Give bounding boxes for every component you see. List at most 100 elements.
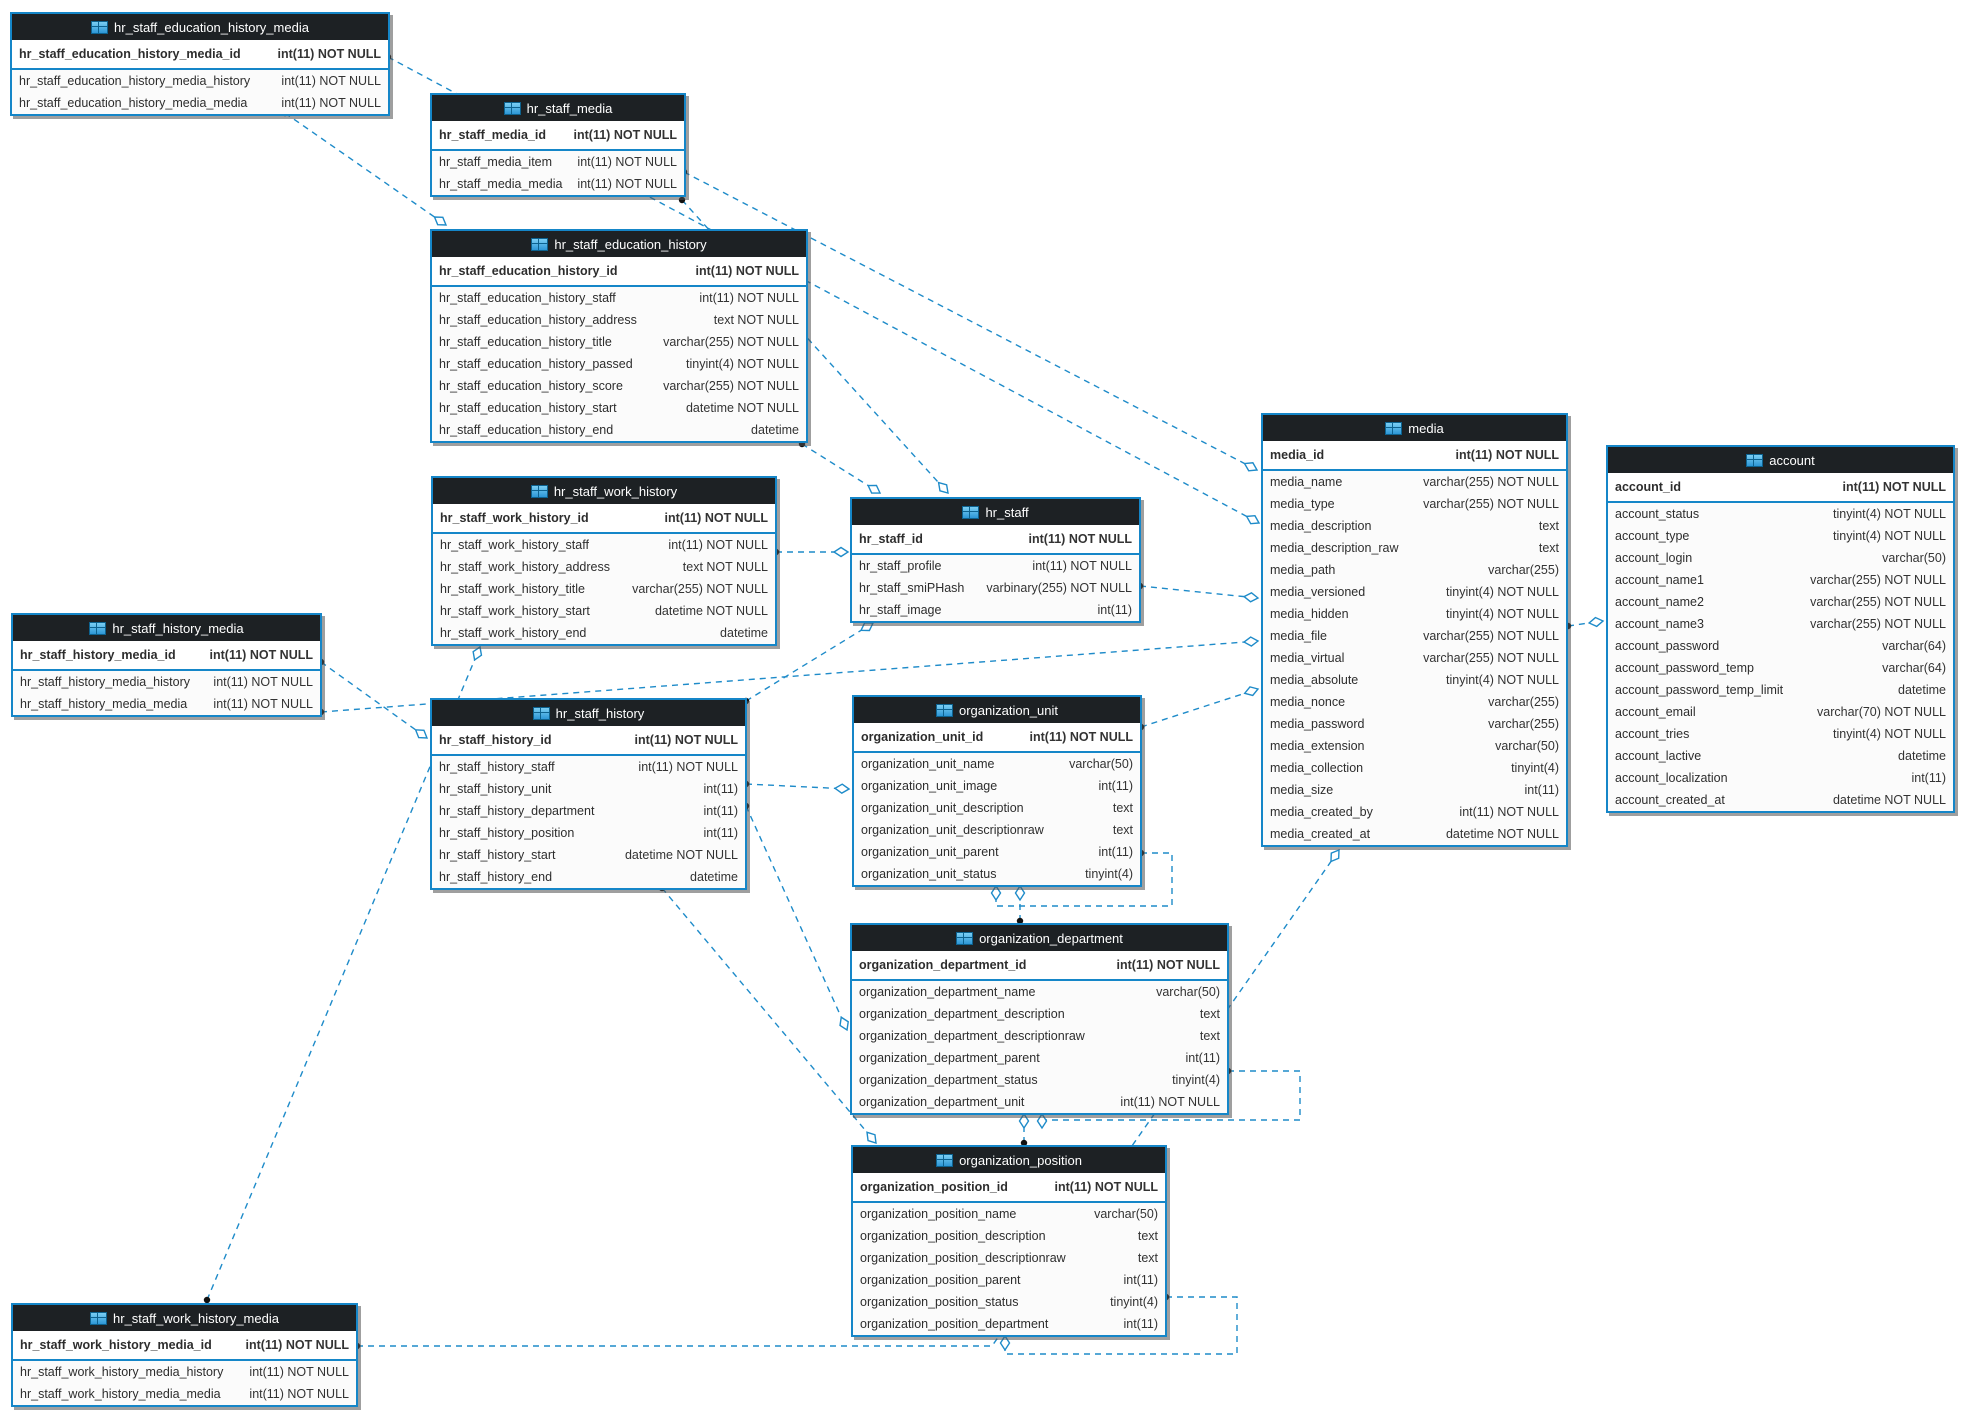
column-name: hr_staff_history_position <box>439 826 575 840</box>
column-name: account_status <box>1615 507 1700 521</box>
column-name: account_password_temp_limit <box>1615 683 1784 697</box>
relationship-staff_history_to_org_department[interactable] <box>742 802 851 1032</box>
column-name: hr_staff_education_history_media_media <box>19 96 248 110</box>
column-type: int(11) NOT NULL <box>281 74 381 88</box>
relationship-staff_media_to_hr_staff[interactable] <box>678 196 952 496</box>
column-name: media_created_at <box>1270 827 1371 841</box>
column-name: hr_staff_smiPHash <box>859 581 965 595</box>
table-header[interactable]: hr_staff_education_history <box>432 231 806 257</box>
column-type: varchar(255) NOT NULL <box>1810 617 1946 631</box>
table-header[interactable]: organization_position <box>853 1147 1165 1173</box>
relationship-media_to_account[interactable] <box>1564 616 1605 630</box>
column-type: int(11) NOT NULL <box>573 128 677 142</box>
column-name: organization_position_description <box>860 1229 1046 1243</box>
column-type: int(11) NOT NULL <box>577 155 677 169</box>
column-name: organization_position_descriptionraw <box>860 1251 1066 1265</box>
table-title: organization_position <box>959 1152 1082 1168</box>
table-header[interactable]: hr_staff_history_media <box>13 615 320 641</box>
relationship-staff_history_to_org_unit[interactable] <box>742 780 851 794</box>
column-name: media_description_raw <box>1270 541 1399 555</box>
table-title: hr_staff_work_history_media <box>113 1310 279 1326</box>
column-type: text <box>1112 823 1133 837</box>
column-name: organization_position_status <box>860 1295 1019 1309</box>
relationship-work_history_to_hr_staff[interactable] <box>772 546 850 558</box>
column-type: varchar(255) NOT NULL <box>1423 629 1559 643</box>
column-name: organization_unit_id <box>861 730 984 744</box>
column-type: tinyint(4) NOT NULL <box>1446 673 1559 687</box>
relationship-diamond-end <box>1243 686 1260 697</box>
relationship-org_position_to_org_department[interactable] <box>1018 1112 1030 1147</box>
column-name: organization_department_parent <box>859 1051 1040 1065</box>
table-icon <box>503 101 521 115</box>
relationship-staff_history_to_org_position[interactable] <box>658 884 880 1146</box>
table-hr_staff_history_media[interactable]: hr_staff_history_media hr_staff_history_m… <box>11 613 322 717</box>
column-name: account_password <box>1615 639 1720 653</box>
column-name: hr_staff_education_history_media_history <box>19 74 251 88</box>
relationship-dot-end <box>1016 917 1024 925</box>
relationship-dot-end <box>203 1296 211 1304</box>
relationship-staff_history_to_hr_staff[interactable] <box>742 619 876 705</box>
table-organization_department[interactable]: organization_department organization_depa… <box>850 923 1229 1115</box>
relationship-org_department_to_org_unit[interactable] <box>1014 884 1026 925</box>
column-name: media_absolute <box>1270 673 1359 687</box>
relationship-diamond-end <box>937 481 949 494</box>
column-name: media_extension <box>1270 739 1365 753</box>
relationship-org_unit_to_media[interactable] <box>1137 685 1260 731</box>
table-header[interactable]: hr_staff_media <box>432 95 684 121</box>
table-hr_staff_work_history[interactable]: hr_staff_work_history hr_staff_work_histo… <box>431 476 777 646</box>
relationship-work_history_media_to_work_history[interactable] <box>203 645 484 1304</box>
table-title: media <box>1408 420 1444 436</box>
table-title: hr_staff_education_history <box>554 236 707 252</box>
table-organization_position[interactable]: organization_position organization_positi… <box>851 1145 1167 1337</box>
table-hr_staff_education_history[interactable]: hr_staff_education_history hr_staff_educa… <box>430 229 808 443</box>
table-hr_staff_education_history_media[interactable]: hr_staff_education_history_media hr_staff… <box>10 12 390 116</box>
relationship-history_media_to_staff_history[interactable] <box>317 658 430 742</box>
table-header[interactable]: account <box>1608 447 1953 473</box>
relationship-diamond-end <box>833 783 851 794</box>
column-type: varchar(255) <box>1488 717 1559 731</box>
table-header[interactable]: hr_staff_education_history_media <box>12 14 388 40</box>
relationship-edu_history_to_hr_staff[interactable] <box>798 440 883 497</box>
table-header[interactable]: hr_staff_history <box>432 700 745 726</box>
table-icon <box>962 505 980 519</box>
table-header[interactable]: hr_staff <box>852 499 1139 525</box>
relationship-hr_staff_to_media[interactable] <box>1136 582 1260 603</box>
table-header[interactable]: media <box>1263 415 1566 441</box>
column-type: int(11) NOT NULL <box>277 47 381 61</box>
table-icon <box>90 1311 108 1325</box>
table-header[interactable]: hr_staff_work_history <box>433 478 775 504</box>
column-name: hr_staff_history_media_id <box>20 648 176 662</box>
column-name: hr_staff_history_department <box>439 804 595 818</box>
relationship-edu_history_media_to_edu_history[interactable] <box>281 109 449 229</box>
column-type: int(11) NOT NULL <box>638 760 738 774</box>
table-header[interactable]: organization_unit <box>854 697 1140 723</box>
column-name: organization_department_name <box>859 985 1036 999</box>
column-name: hr_staff_education_history_start <box>439 401 617 415</box>
table-header[interactable]: hr_staff_work_history_media <box>13 1305 356 1331</box>
column-name: hr_staff_history_media_media <box>20 697 188 711</box>
column-name: organization_department_unit <box>859 1095 1025 1109</box>
table-header[interactable]: organization_department <box>852 925 1227 951</box>
